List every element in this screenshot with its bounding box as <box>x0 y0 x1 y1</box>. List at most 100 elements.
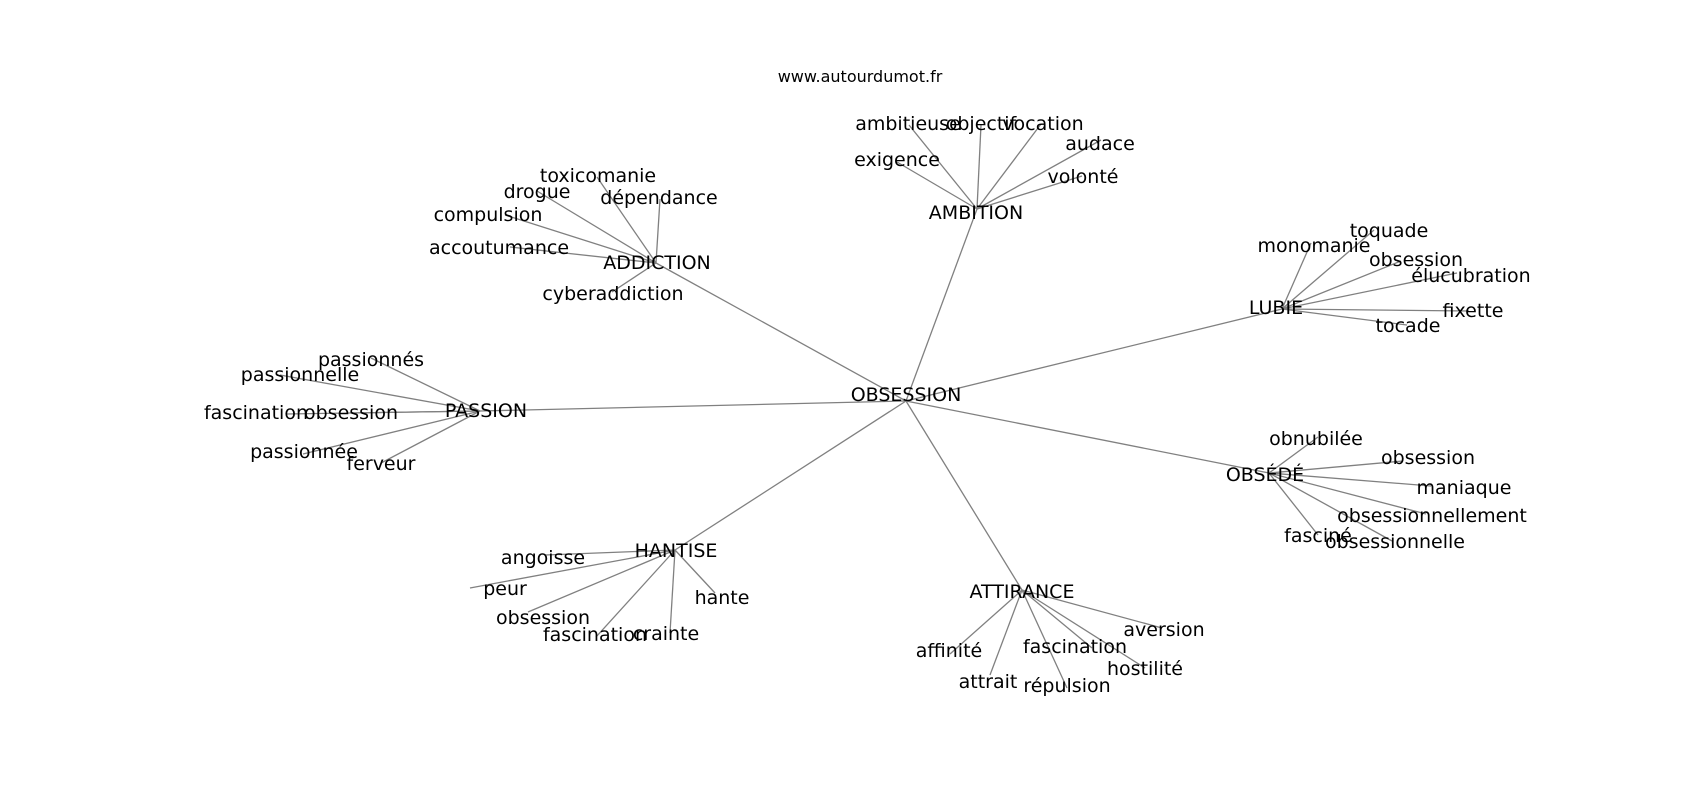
hub-to-word-edge <box>908 124 978 210</box>
hub-to-word-edge <box>674 549 716 594</box>
related-word-label: aversion <box>1123 619 1204 641</box>
source-label: www.autourdumot.fr <box>778 67 943 86</box>
hub-to-word-edge <box>1268 460 1404 474</box>
hub-to-word-edge <box>611 262 657 293</box>
related-word-label: hante <box>695 587 750 609</box>
edges-layer <box>279 123 1470 689</box>
related-word-label: crainte <box>633 623 699 645</box>
center-to-hub-edge <box>905 308 1283 402</box>
related-word-label: obsession <box>304 402 398 424</box>
related-word-label: fascination <box>204 402 308 424</box>
hub-to-word-edge <box>976 139 1102 210</box>
related-word-label: fasciné <box>1284 525 1352 547</box>
hub-to-word-edge <box>949 589 1023 655</box>
hub-word-label: ATTIRANCE <box>970 581 1075 603</box>
hub-to-word-edge <box>370 357 481 412</box>
hub-to-word-edge <box>1281 242 1312 310</box>
hub-word-label: HANTISE <box>635 540 718 562</box>
hub-to-word-edge <box>1281 308 1470 312</box>
hub-to-word-edge <box>536 190 657 264</box>
hub-to-word-edge <box>302 410 481 455</box>
hub-to-word-edge <box>504 214 657 264</box>
center-to-hub-edge <box>674 400 907 551</box>
hub-to-word-edge <box>976 123 1042 210</box>
hub-to-word-edge <box>1268 472 1393 542</box>
hub-to-word-edge <box>596 176 657 264</box>
center-to-hub-edge <box>479 400 907 412</box>
related-word-label: fascination <box>1023 636 1127 658</box>
center-to-hub-edge <box>905 400 1023 591</box>
related-word-label: cyberaddiction <box>542 283 683 305</box>
center-word: OBSESSION <box>851 384 962 406</box>
center-to-hub-edge <box>905 400 1270 474</box>
hub-to-word-edge <box>989 589 1023 676</box>
related-word-label: affinité <box>916 640 982 662</box>
center-to-hub-edge <box>905 208 978 402</box>
related-word-label: tocade <box>1376 315 1441 337</box>
related-word-label: hostilité <box>1107 658 1183 680</box>
related-word-label: toquade <box>1350 220 1429 242</box>
hub-word-label: ADDICTION <box>603 252 711 274</box>
related-word-label: obsession <box>1381 447 1475 469</box>
related-word-label: obnubilée <box>1269 428 1363 450</box>
hub-to-word-edge <box>527 549 676 613</box>
hub-to-word-edge <box>1268 472 1432 487</box>
hub-to-word-edge <box>655 198 661 264</box>
related-word-label: exigence <box>854 149 940 171</box>
hub-to-word-edge <box>1281 260 1402 310</box>
related-word-label: toxicomanie <box>540 165 656 187</box>
hub-to-word-edge <box>469 549 676 589</box>
hub-to-word-edge <box>669 549 676 634</box>
hub-to-word-edge <box>1281 229 1375 310</box>
related-word-label: répulsion <box>1023 675 1110 697</box>
related-word-label: obsession <box>496 607 590 629</box>
hub-to-word-edge <box>976 175 1083 210</box>
related-word-label: obsession <box>1369 249 1463 271</box>
related-word-label: vocation <box>1002 113 1083 135</box>
hub-to-word-edge <box>1021 589 1093 649</box>
hub-to-word-edge <box>544 549 676 556</box>
related-word-label: passionnée <box>250 441 358 463</box>
hub-to-word-edge <box>1281 308 1408 326</box>
related-word-label: passionnés <box>318 349 424 371</box>
related-word-label: dépendance <box>600 187 717 209</box>
related-word-label: angoisse <box>501 547 585 569</box>
related-word-label: obsessionnelle <box>1325 531 1465 553</box>
related-word-label: fixette <box>1443 300 1504 322</box>
hub-word-label: AMBITION <box>929 202 1023 224</box>
hub-to-word-edge <box>1021 589 1163 629</box>
hub-to-word-edge <box>380 410 481 464</box>
related-word-label: peur <box>483 578 527 600</box>
hub-to-word-edge <box>1021 589 1146 669</box>
related-word-label: drogue <box>504 181 571 203</box>
hub-to-word-edge <box>509 246 657 264</box>
related-word-label: obsessionnellement <box>1337 505 1527 527</box>
hub-to-word-edge <box>1021 589 1068 689</box>
hub-word-label: PASSION <box>445 400 527 422</box>
related-word-label: ambitieuse <box>855 113 961 135</box>
related-word-label: attrait <box>959 671 1018 693</box>
related-word-label: objectif <box>946 113 1018 135</box>
hub-to-word-edge <box>1281 272 1458 310</box>
related-word-label: audace <box>1065 133 1135 155</box>
hub-to-word-edge <box>976 124 982 210</box>
hub-to-word-edge <box>349 410 481 414</box>
related-word-label: élucubration <box>1411 265 1530 287</box>
related-word-label: volonté <box>1048 166 1119 188</box>
related-word-label: maniaque <box>1417 477 1512 499</box>
related-word-label: ferveur <box>347 453 416 475</box>
related-word-label: compulsion <box>434 204 543 226</box>
related-word-label: monomanie <box>1258 235 1371 257</box>
hub-to-word-edge <box>595 549 676 638</box>
hub-to-word-edge <box>1268 472 1319 536</box>
center-to-hub-edge <box>655 262 907 402</box>
hub-to-word-edge <box>1268 472 1427 515</box>
hub-to-word-edge <box>1268 436 1319 474</box>
hub-to-word-edge <box>896 161 978 210</box>
hub-to-word-edge <box>279 374 481 412</box>
related-word-label: fascination <box>543 624 647 646</box>
related-word-label: accoutumance <box>429 237 569 259</box>
hub-word-label: OBSÉDÉ <box>1226 463 1304 486</box>
